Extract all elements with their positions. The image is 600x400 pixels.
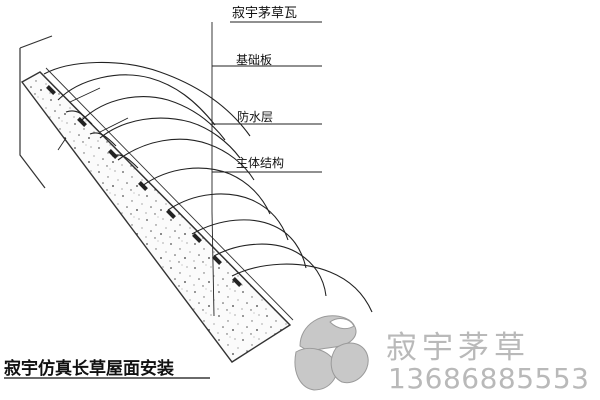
watermark-brand: 寂宇茅草	[386, 330, 530, 366]
watermark-phone: 13686885553	[388, 362, 590, 395]
label-base-board: 基础板	[236, 53, 273, 67]
wall-outline	[19, 35, 53, 189]
label-main-structure: 主体结构	[236, 156, 285, 170]
thatch-tiles	[43, 61, 373, 313]
dimension-marks	[57, 87, 129, 151]
battens	[46, 85, 242, 287]
label-thatch-tile: 寂宇茅草瓦	[232, 6, 298, 21]
watermark-logo-icon	[294, 315, 369, 391]
diagram-caption: 寂宇仿真长草屋面安装	[4, 359, 174, 379]
waterproof-line	[45, 67, 294, 321]
label-waterproof-layer: 防水层	[237, 110, 274, 124]
callout-lines	[211, 21, 322, 317]
